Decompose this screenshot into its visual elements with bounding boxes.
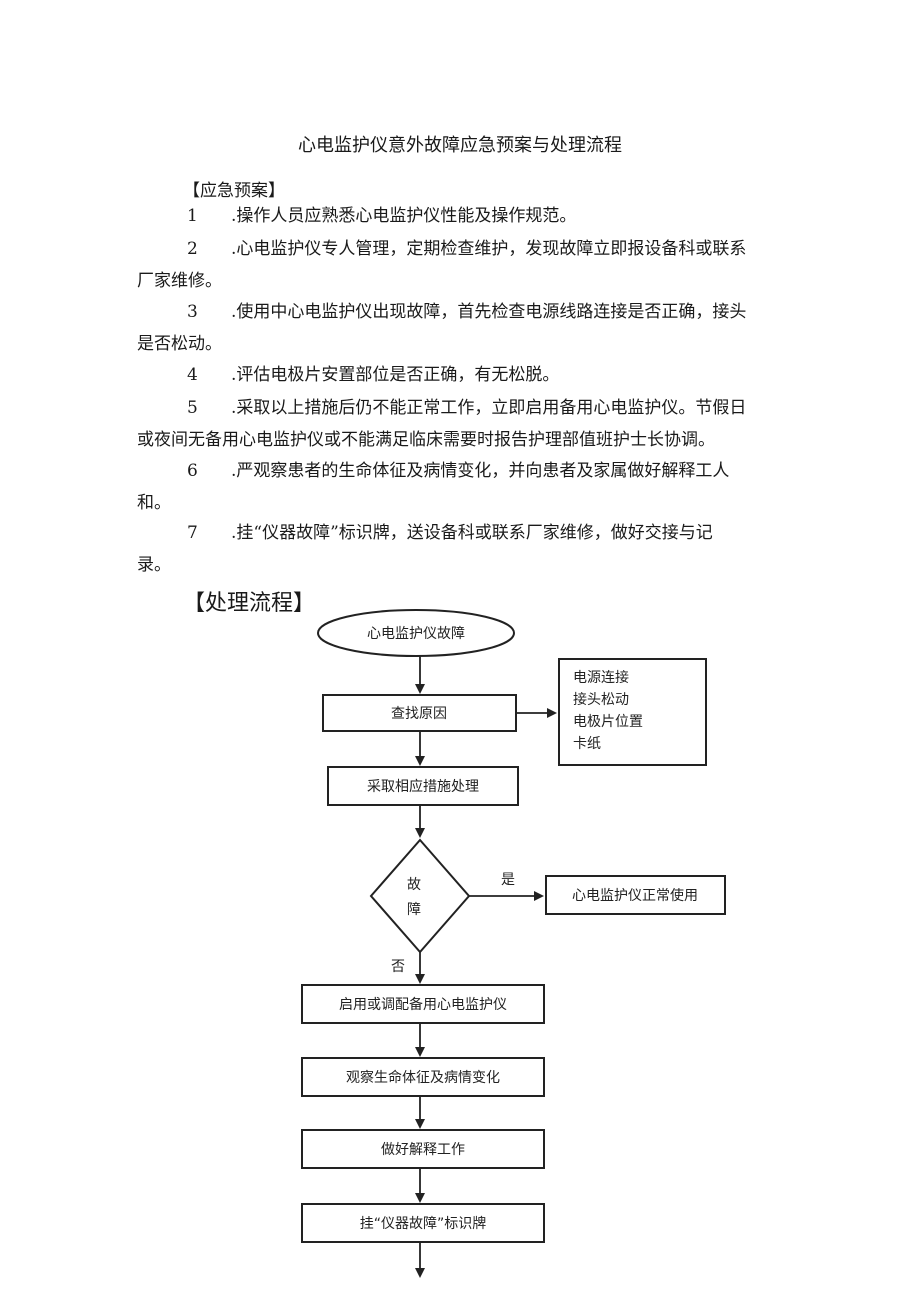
item-text: .使用中心电监护仪出现故障，首先检查电源线路连接是否正确，接头 (231, 302, 747, 322)
cause-item: 接头松动 (573, 691, 629, 708)
item-text-cont: 厂家维修。 (137, 271, 222, 291)
item-number: 6 (187, 461, 198, 481)
plan-item-1: 1 .操作人员应熟悉心电监护仪性能及操作规范。 (137, 200, 777, 232)
plan-item-5: 5 .采取以上措施后仍不能正常工作，立即启用备用心电监护仪。节假日 或夜间无备用心… (137, 392, 777, 456)
find-cause-box (322, 694, 517, 732)
item-number: 2 (187, 239, 198, 259)
start-node-label: 心电监护仪故障 (367, 626, 465, 642)
explain-box (301, 1129, 545, 1169)
item-number: 4 (187, 365, 198, 385)
yes-label: 是 (501, 872, 515, 888)
normal-use-label: 心电监护仪正常使用 (572, 887, 698, 904)
cause-item: 电极片位置 (573, 714, 643, 730)
plan-item-7: 7 .挂“仪器故障”标识牌，送设备科或联系厂家维修，做好交接与记 录。 (137, 517, 777, 581)
item-number: 7 (187, 523, 198, 543)
cause-item: 卡纸 (573, 736, 601, 752)
item-number: 5 (187, 398, 198, 418)
item-number: 1 (187, 206, 198, 226)
fault-decision (369, 838, 471, 954)
measures-box (327, 766, 519, 806)
observe-label: 观察生命体征及病情变化 (346, 1069, 500, 1086)
flow-heading: 【处理流程】 (183, 591, 316, 616)
item-text: .心电监护仪专人管理，定期检查维护，发现故障立即报设备科或联系 (231, 239, 747, 259)
item-text: .操作人员应熟悉心电监护仪性能及操作规范。 (231, 206, 577, 226)
item-text-cont: 或夜间无备用心电监护仪或不能满足临床需要时报告护理部值班护士长协调。 (137, 430, 715, 450)
decision-label-2: 障 (407, 902, 421, 918)
plan-heading: 【应急预案】 (183, 181, 285, 201)
item-text: .评估电极片安置部位是否正确，有无松脱。 (231, 365, 560, 385)
plan-item-6: 6 .严观察患者的生命体征及病情变化，并向患者及家属做好解释工人 和。 (137, 455, 777, 519)
plan-item-4: 4 .评估电极片安置部位是否正确，有无松脱。 (137, 359, 777, 391)
tag-box (301, 1203, 545, 1243)
backup-label: 启用或调配备用心电监护仪 (339, 996, 507, 1013)
item-text-cont: 是否松动。 (137, 334, 222, 354)
plan-item-3: 3 .使用中心电监护仪出现故障，首先检查电源线路连接是否正确，接头 是否松动。 (137, 296, 777, 360)
observe-box (301, 1057, 545, 1097)
start-node (317, 609, 515, 657)
tag-label: 挂“仪器故障”标识牌 (360, 1215, 487, 1232)
measures-label: 采取相应措施处理 (367, 778, 479, 795)
item-text-cont: 和。 (137, 493, 171, 513)
decision-label-1: 故 (407, 877, 421, 893)
no-label: 否 (391, 959, 405, 975)
item-text: .采取以上措施后仍不能正常工作，立即启用备用心电监护仪。节假日 (231, 398, 747, 418)
item-text-cont: 录。 (137, 555, 171, 575)
page-title: 心电监护仪意外故障应急预案与处理流程 (298, 135, 622, 156)
plan-item-2: 2 .心电监护仪专人管理，定期检查维护，发现故障立即报设备科或联系 厂家维修。 (137, 233, 777, 297)
item-number: 3 (187, 302, 198, 322)
explain-label: 做好解释工作 (381, 1142, 465, 1158)
find-cause-label: 查找原因 (391, 706, 447, 722)
item-text: .严观察患者的生命体征及病情变化，并向患者及家属做好解释工人 (231, 461, 730, 481)
item-text: .挂“仪器故障”标识牌，送设备科或联系厂家维修，做好交接与记 (231, 523, 713, 543)
causes-box (558, 658, 707, 766)
normal-use-box (545, 875, 726, 915)
cause-item: 电源连接 (573, 669, 629, 686)
backup-box (301, 984, 545, 1024)
